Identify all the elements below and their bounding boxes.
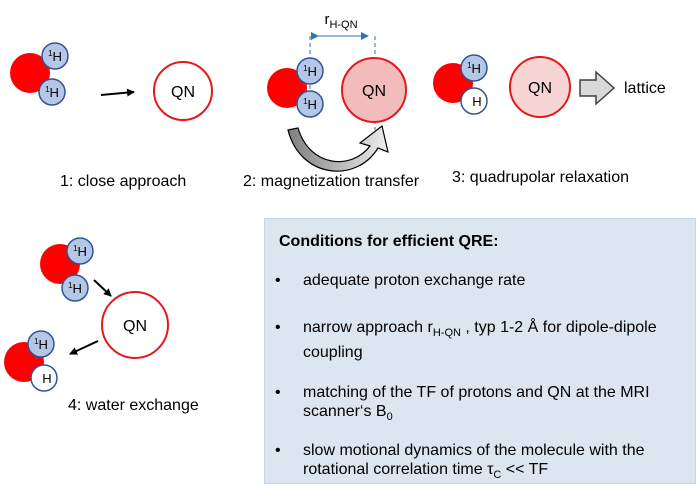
- bullet: •: [275, 272, 281, 289]
- qn-circle: [101, 291, 169, 359]
- step1-water-molecule: 1H 1H: [10, 42, 69, 106]
- hydrogen-atom: [460, 54, 488, 82]
- hydrogen-atom-relaxed: [30, 364, 58, 392]
- hydrogen-atom: [296, 90, 324, 118]
- hydrogen-symbol: H: [308, 64, 317, 79]
- step3-water-molecule: 1H H: [433, 54, 488, 115]
- condition-text: narrow approach rH-QN , typ 1-2 Å for di…: [303, 319, 657, 362]
- hydrogen-atom: [66, 237, 94, 265]
- svg-text:1H: 1H: [303, 97, 317, 112]
- hydrogen-symbol: H: [308, 97, 317, 112]
- qn-label: QN: [123, 318, 147, 335]
- hydrogen-atom: [61, 274, 89, 302]
- hydrogen-symbol: H: [472, 94, 481, 109]
- condition-item: • slow motional dynamics of the molecule…: [275, 441, 687, 485]
- conditions-panel: Conditions for efficient QRE: • adequate…: [264, 218, 696, 484]
- bullet: •: [275, 442, 281, 459]
- hydrogen-atom: [38, 78, 66, 106]
- lattice-label: lattice: [624, 80, 666, 97]
- step4-incoming-water-molecule: 1H 1H: [40, 237, 94, 302]
- isotope-label: 1: [467, 61, 472, 70]
- incoming-arrow: [93, 279, 112, 297]
- isotope-label: 1: [73, 244, 78, 253]
- isotope-label: 1: [45, 85, 50, 94]
- step2-water-molecule: 1H 1H: [267, 57, 324, 118]
- condition-item: • matching of the TF of protons and QN a…: [275, 383, 667, 427]
- hydrogen-symbol: H: [73, 281, 82, 296]
- step4-quadrupolar-nucleus: QN: [101, 291, 169, 359]
- hydrogen-symbol: H: [50, 85, 59, 100]
- svg-text:1H: 1H: [303, 64, 317, 79]
- outgoing-arrow: [69, 340, 99, 355]
- hydrogen-atom-relaxed: [460, 87, 488, 115]
- svg-text:1H: 1H: [45, 85, 59, 100]
- oxygen-atom: [10, 53, 50, 93]
- conditions-title: Conditions for efficient QRE:: [279, 233, 499, 250]
- qn-label: QN: [171, 84, 195, 101]
- step4-outgoing-water-molecule: 1H H: [4, 330, 58, 392]
- condition-text: adequate proton exchange rate: [303, 272, 526, 289]
- qn-circle: [153, 61, 213, 121]
- hydrogen-atom: [296, 57, 324, 85]
- isotope-label: 1: [68, 281, 73, 290]
- qn-label: QN: [362, 83, 386, 100]
- condition-item: • narrow approach rH-QN , typ 1-2 Å for …: [275, 318, 665, 362]
- svg-text:1H: 1H: [34, 337, 48, 352]
- bullet: •: [275, 319, 281, 336]
- hydrogen-atom: [27, 330, 55, 358]
- step3-caption: 3: quadrupolar relaxation: [452, 169, 629, 186]
- oxygen-atom: [267, 68, 307, 108]
- hydrogen-symbol: H: [42, 371, 51, 386]
- distance-label: rH-QN: [324, 11, 357, 31]
- isotope-label: 1: [34, 337, 39, 346]
- svg-text:1H: 1H: [467, 61, 481, 76]
- condition-text: matching of the TF of protons and QN at …: [303, 384, 650, 424]
- hydrogen-symbol: H: [472, 61, 481, 76]
- svg-text:1H: 1H: [48, 49, 62, 64]
- step3-quadrupolar-nucleus: QN: [509, 56, 571, 118]
- hydrogen-atom: [41, 42, 69, 70]
- lattice-arrow: [579, 70, 616, 106]
- hydrogen-symbol: H: [39, 337, 48, 352]
- bullet: •: [275, 384, 281, 401]
- svg-text:1H: 1H: [68, 281, 82, 296]
- isotope-label: 1: [303, 97, 308, 106]
- step1-quadrupolar-nucleus: QN: [153, 61, 213, 121]
- step2-quadrupolar-nucleus: QN: [341, 57, 407, 123]
- step2-caption: 2: magnetization transfer: [243, 173, 420, 190]
- hydrogen-symbol: H: [53, 49, 62, 64]
- svg-text:1H: 1H: [73, 244, 87, 259]
- qn-circle: [509, 56, 571, 118]
- magnetization-transfer-arrow: [287, 124, 389, 172]
- qn-label: QN: [528, 80, 552, 97]
- approach-arrow: [100, 88, 135, 97]
- condition-text: slow motional dynamics of the molecule w…: [303, 442, 645, 482]
- step4-caption: 4: water exchange: [68, 397, 199, 414]
- hydrogen-symbol: H: [78, 244, 87, 259]
- qn-circle: [341, 57, 407, 123]
- step1-caption: 1: close approach: [60, 173, 186, 190]
- isotope-label: 1: [303, 64, 308, 73]
- condition-item: • adequate proton exchange rate: [275, 271, 525, 290]
- isotope-label: 1: [48, 49, 53, 58]
